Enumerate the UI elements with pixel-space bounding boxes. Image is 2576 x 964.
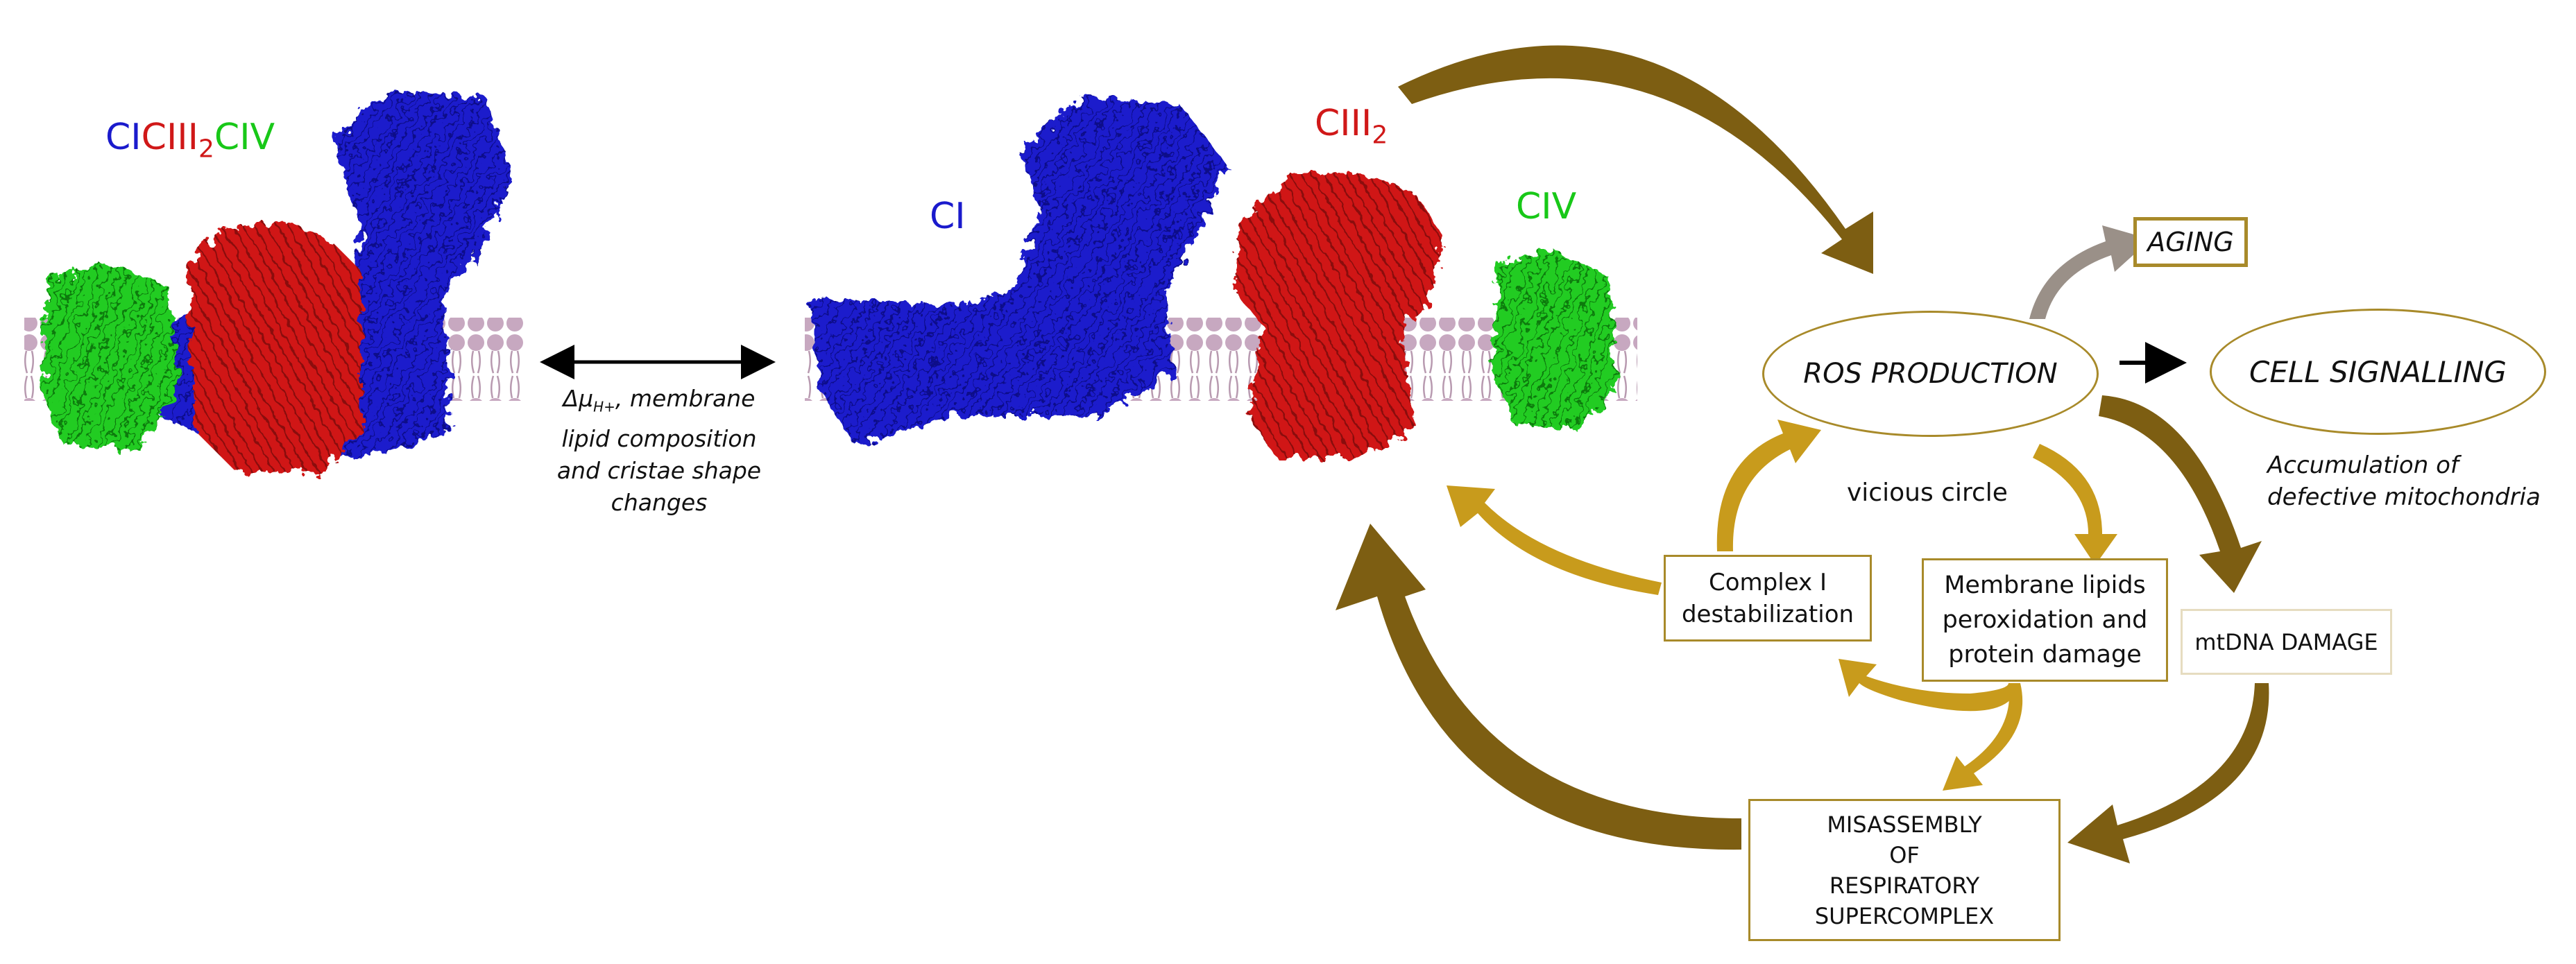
light-arrow-ros-to-membrane-icon [2033, 444, 2117, 565]
membrane-line-1: Membrane lipids [1944, 571, 2146, 599]
transition-line-1: ΔμH+, membrane [563, 385, 756, 415]
ros-production-oval: ROS PRODUCTION [1762, 311, 2099, 437]
misassembly-line-3: RESPIRATORY [1829, 872, 1980, 899]
curved-arrow-to-complexes-icon [1336, 524, 1741, 850]
transition-caption: ΔμH+, membrane lipid composition and cri… [548, 383, 770, 519]
ros-label: ROS PRODUCTION [1803, 358, 2058, 390]
accumulation-line-1: Accumulation of [2267, 451, 2459, 479]
light-arrow-membrane-to-misassembly-icon [1943, 683, 2023, 791]
transition-line-2: lipid composition [561, 424, 757, 452]
left-ciii-structure [187, 222, 361, 472]
complex1-line-2: destabilization [1681, 600, 1854, 628]
curved-arrow-to-aging-icon [2029, 225, 2151, 319]
middle-ciii [1235, 173, 1443, 458]
middle-civ [1492, 250, 1617, 430]
vicious-circle-label: vicious circle [1847, 479, 2008, 507]
middle-civ-label: CIV [1516, 186, 1577, 227]
membrane-lipids-box: Membrane lipids peroxidation and protein… [1922, 558, 2168, 682]
left-civ-label: CIV [214, 117, 275, 158]
mtdna-damage-box: mtDNA DAMAGE [2181, 609, 2392, 675]
light-arrow-membrane-to-complex1-icon [1839, 659, 2019, 712]
curved-arrow-to-misassembly-icon [2067, 683, 2269, 863]
left-supercomplex [42, 90, 513, 472]
transition-line-3: and cristae shape [556, 456, 762, 484]
middle-ci-label: CI [930, 196, 966, 237]
cell-signalling-oval: CELL SIGNALLING [2210, 309, 2546, 435]
aging-label: AGING [2147, 227, 2234, 257]
misassembly-line-4: SUPERCOMPLEX [1814, 902, 1995, 929]
mtdna-label: mtDNA DAMAGE [2194, 628, 2378, 655]
membrane-line-3: protein damage [1948, 641, 2142, 669]
membrane-line-2: peroxidation and [1942, 606, 2148, 634]
light-arrow-complex1-to-ros-icon [1716, 420, 1821, 551]
middle-ciii-subscript: 2 [1372, 121, 1388, 150]
curved-arrow-to-mtdna-icon [2099, 395, 2262, 593]
middle-ciii-label: CIII2 [1315, 103, 1388, 149]
middle-ciii-text: CIII [1315, 103, 1372, 144]
accumulation-caption: Accumulation of defective mitochondria [2267, 449, 2541, 513]
aging-box: AGING [2133, 217, 2248, 267]
left-ci-label: CI [105, 117, 142, 158]
complex1-line-1: Complex I [1709, 568, 1827, 596]
left-civ-structure [42, 264, 180, 451]
accumulation-line-2: defective mitochondria [2267, 483, 2541, 511]
left-ciii-label: CIII [141, 117, 198, 158]
misassembly-line-1: MISASSEMBLY [1827, 811, 1982, 838]
left-supercomplex-label: CICIII2CIV [105, 117, 275, 163]
middle-ci [812, 97, 1228, 444]
left-ciii-subscript: 2 [198, 135, 214, 164]
misassembly-box: MISASSEMBLY OF RESPIRATORY SUPERCOMPLEX [1748, 799, 2061, 941]
light-arrow-to-complexes-icon [1447, 485, 1662, 595]
misassembly-line-2: OF [1889, 841, 1920, 868]
transition-line-4: changes [611, 488, 708, 516]
curved-arrow-to-ros-icon [1398, 45, 1873, 274]
cell-signalling-label: CELL SIGNALLING [2249, 354, 2507, 389]
complex1-destabilization-box: Complex I destabilization [1664, 555, 1872, 642]
